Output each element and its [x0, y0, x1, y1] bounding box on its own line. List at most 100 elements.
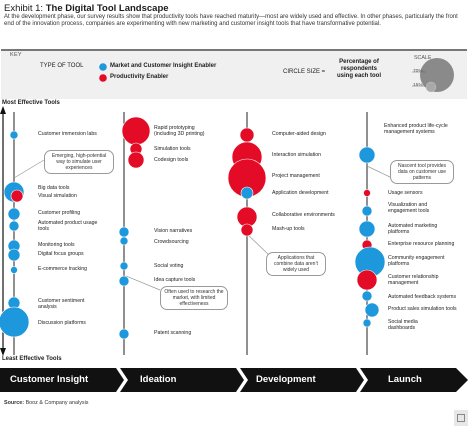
phase-label-customer-insight: Customer Insight — [10, 374, 89, 385]
tool-label: Visualization and engagement tools — [388, 202, 430, 214]
phase-chevron-customer-insight — [0, 368, 124, 392]
circle-size-desc-line: respondents — [340, 66, 377, 72]
callout-pointer-2 — [125, 275, 161, 291]
tool-label: Rapid prototyping (including 3D printing… — [154, 125, 205, 137]
tool-label: Community engagement platforms — [388, 255, 445, 267]
tool-label: Crowdsourcing — [154, 239, 189, 245]
key-productivity-label: Productivity Enabler — [110, 74, 169, 80]
key-label: KEY — [10, 52, 22, 58]
tool-circle — [358, 220, 376, 238]
tool-circle — [240, 186, 254, 200]
tool-label: Monitoring tools — [38, 242, 75, 248]
phase-label-launch: Launch — [388, 374, 422, 385]
scale-value-15: 15% — [413, 83, 423, 88]
tool-circle — [0, 306, 30, 338]
tool-circle — [121, 116, 151, 146]
circle-size-description: Percentage of respondents using each too… — [324, 59, 394, 80]
most-effective-label: Most Effective Tools — [2, 100, 60, 106]
tool-circle — [364, 302, 380, 318]
tool-label: Discussion platforms — [38, 320, 86, 326]
tool-circle — [10, 189, 24, 203]
tool-label: Social voting — [154, 263, 184, 269]
intro-text: At the development phase, our survey res… — [4, 14, 458, 28]
tool-circle — [358, 146, 376, 164]
tool-label: Automated marketing platforms — [388, 223, 438, 235]
expand-icon[interactable] — [454, 410, 468, 426]
tool-label: Collaborative environments — [272, 212, 335, 218]
tool-label: Enterprise resource planning — [388, 241, 455, 247]
key-panel — [1, 51, 467, 99]
tool-label: Enhanced product life-cycle management s… — [384, 123, 448, 135]
tool-circle — [119, 236, 129, 246]
tool-label: Digital focus groups — [38, 251, 84, 257]
key-productivity-swatch — [99, 74, 107, 82]
tool-label: Simulation tools — [154, 146, 191, 152]
phase-chevron-launch — [360, 368, 468, 392]
tool-label: Customer relationship management — [388, 274, 439, 286]
tool-label: Interaction simulation — [272, 152, 322, 158]
tool-circle — [363, 189, 371, 197]
scale-value-70: 70% — [413, 69, 423, 74]
circle-size-label: CIRCLE SIZE = — [283, 69, 326, 75]
axis-arrow-down — [0, 348, 6, 356]
tool-circle — [7, 248, 21, 262]
scale-label: SCALE — [414, 55, 432, 61]
tool-label: Usage sensors — [388, 190, 423, 196]
scale-circle-small — [425, 81, 437, 93]
tool-label: Customer immersion labs — [38, 131, 97, 137]
tool-label: Computer-aided design — [272, 131, 326, 137]
tool-label: Patent scanning — [154, 330, 192, 336]
tool-label: Automated feedback systems — [388, 294, 457, 300]
tool-circle — [118, 275, 130, 287]
type-of-tool-label: TYPE OF TOOL — [40, 63, 84, 69]
tool-label: Product sales simulation tools — [388, 306, 457, 312]
source-text: Booz & Company analysis — [25, 400, 89, 406]
exhibit-prefix: Exhibit 1: — [4, 3, 44, 14]
key-market-swatch — [99, 63, 107, 71]
callout-pointer-1 — [13, 159, 45, 179]
exhibit-title: Exhibit 1: The Digital Tool Landscape — [4, 3, 169, 14]
phase-label-development: Development — [256, 374, 316, 385]
tool-circle — [127, 151, 145, 169]
phase-chevron-development — [240, 368, 364, 392]
tool-circle — [7, 207, 21, 221]
tool-label: Idea capture tools — [154, 277, 196, 283]
source-note: Source: Booz & Company analysis — [4, 400, 89, 406]
callout-pointer-3 — [244, 231, 271, 257]
key-top-rule — [1, 49, 467, 51]
scale-circle-large — [420, 58, 454, 92]
phase-chevron-ideation — [120, 368, 244, 392]
exhibit-main-title: The Digital Tool Landscape — [45, 3, 169, 14]
tool-circle — [239, 127, 255, 143]
key-market-label: Market and Customer Insight Enabler — [110, 63, 217, 69]
tool-circle — [118, 328, 130, 340]
axis-arrow-up — [0, 106, 6, 114]
tool-circle — [119, 261, 129, 271]
callout-data-applications: Applications that combine data aren’t wi… — [266, 252, 326, 276]
tool-circle — [240, 223, 254, 237]
tool-label: Social media dashboards — [388, 319, 418, 331]
tool-label: Automated product usage tools — [38, 220, 98, 232]
tool-label: Customer sentiment analysis — [38, 298, 85, 310]
tool-circle — [10, 266, 18, 274]
tool-circle — [118, 226, 130, 238]
callout-market-research: Often used to research the market, with … — [160, 286, 228, 310]
least-effective-label: Least Effective Tools — [2, 356, 62, 362]
source-label: Source: — [4, 400, 25, 406]
tool-label: Vision narratives — [154, 228, 193, 234]
callout-pointer-4 — [366, 165, 393, 179]
tool-label: Mash-up tools — [272, 226, 305, 232]
circle-size-desc-line: Percentage of — [339, 59, 379, 65]
tool-circle — [362, 318, 372, 328]
tool-label: Codesign tools — [154, 157, 189, 163]
tool-circle — [361, 290, 373, 302]
circle-size-desc-line: using each tool — [336, 73, 381, 79]
tool-label: Customer profiling — [38, 210, 81, 216]
phase-label-ideation: Ideation — [140, 374, 177, 385]
tool-circles — [0, 116, 386, 340]
tool-label: E-commerce tracking — [38, 266, 88, 272]
tool-circle — [9, 130, 19, 140]
tool-label: Application development — [272, 190, 329, 196]
tool-circle — [8, 220, 20, 232]
tool-label: Big data tools — [38, 185, 70, 191]
